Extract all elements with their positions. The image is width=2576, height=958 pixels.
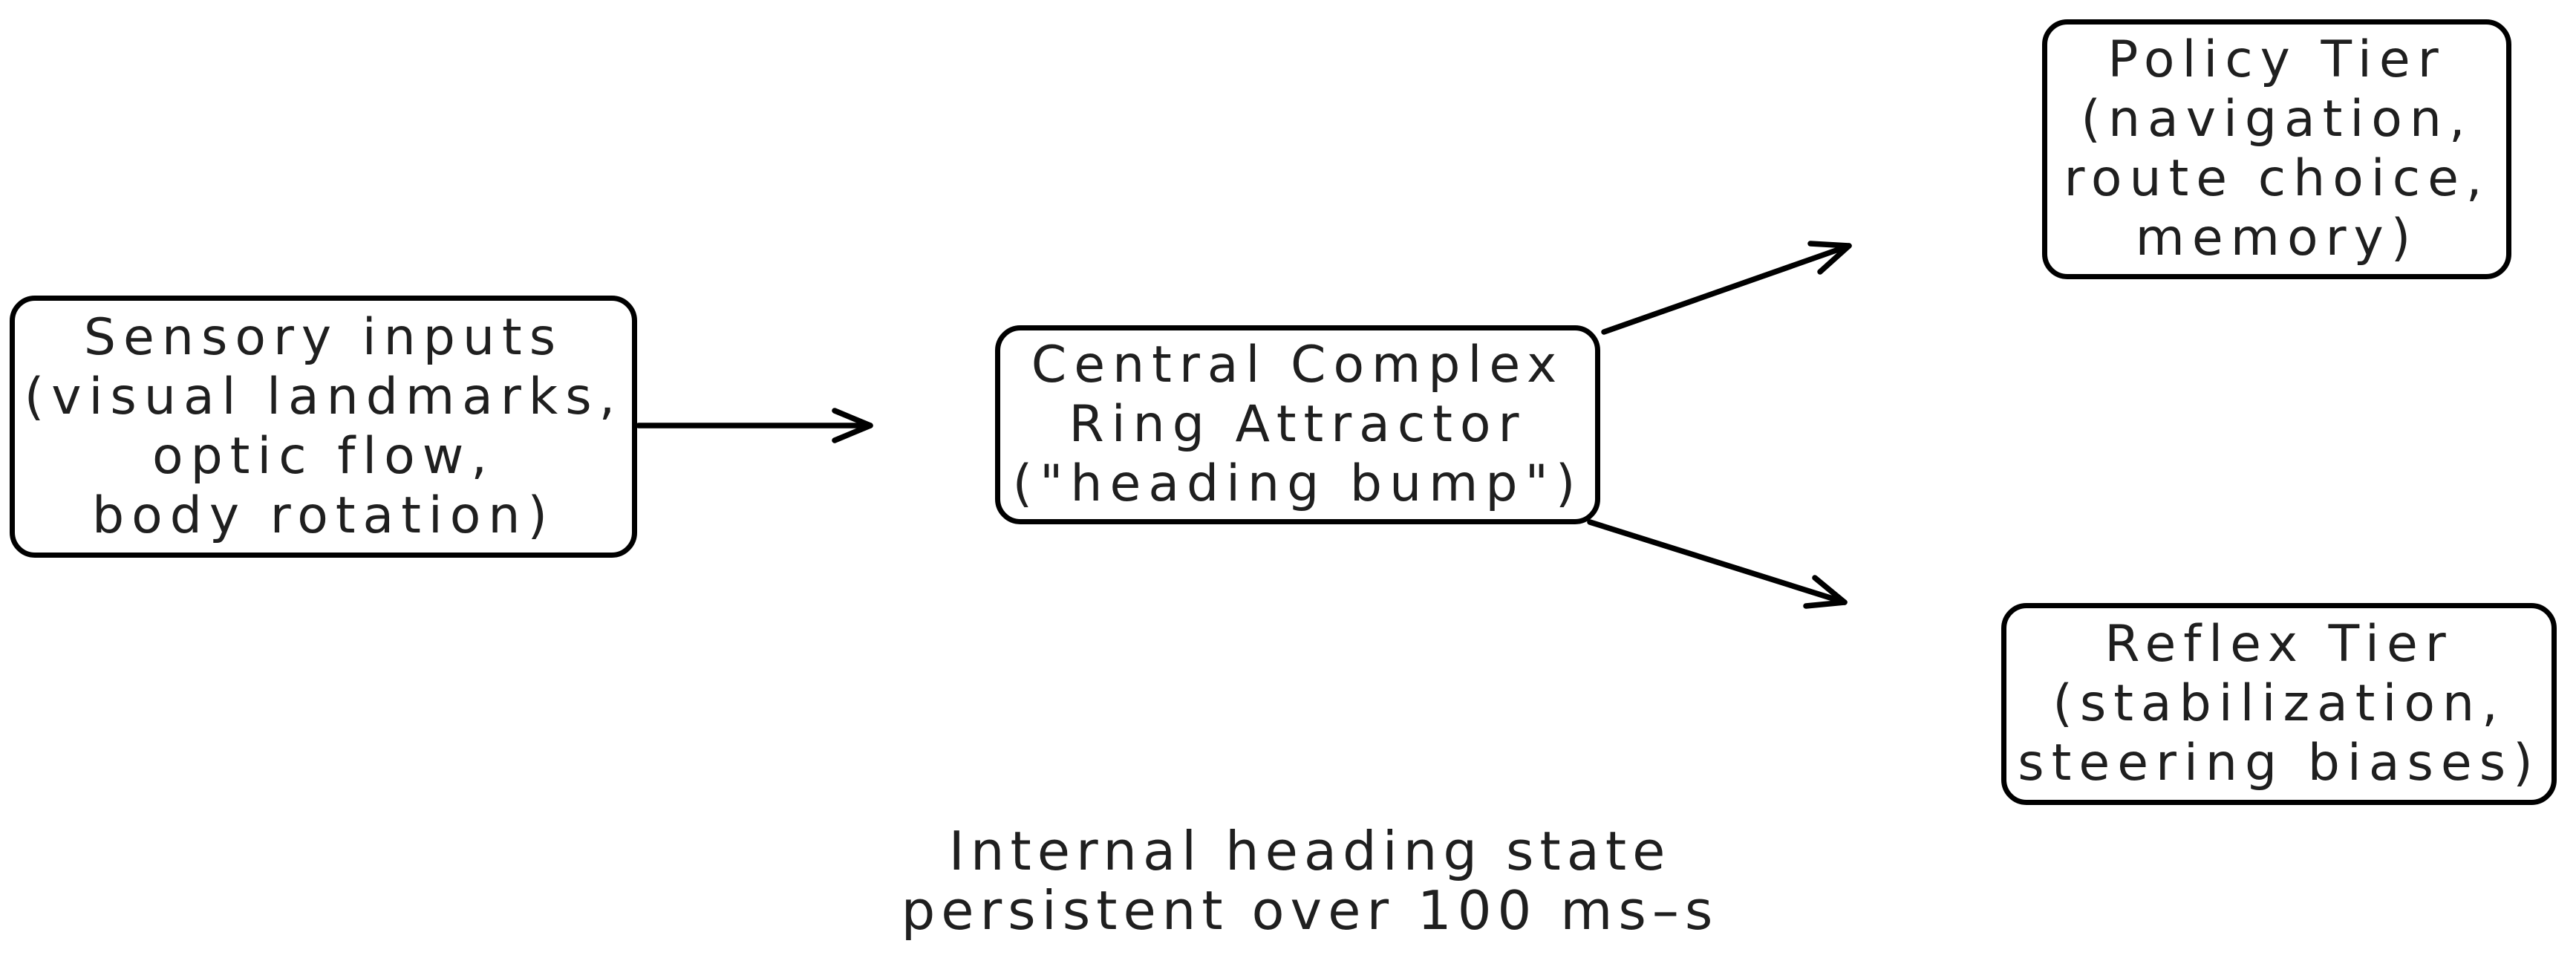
arrowhead-right-icon — [832, 408, 873, 443]
arrow-ring-to-reflex — [1587, 519, 1848, 609]
arrowhead-up-right-icon — [1807, 241, 1852, 275]
arrowhead-down-right-icon — [1803, 575, 1848, 609]
arrow-sensory-to-ring — [636, 408, 873, 443]
node-policy-tier: Policy Tier (navigation, route choice, m… — [2042, 19, 2511, 279]
caption: Internal heading state persistent over 1… — [901, 820, 1719, 942]
node-reflex-tier: Reflex Tier (stabilization, steering bia… — [2001, 603, 2557, 805]
node-policy-tier-label: Policy Tier (navigation, route choice, m… — [2064, 30, 2490, 267]
node-reflex-tier-label: Reflex Tier (stabilization, steering bia… — [2018, 615, 2540, 792]
node-central-complex-ring-attractor: Central Complex Ring Attractor ("heading… — [995, 325, 1600, 524]
node-sensory-inputs: Sensory inputs (visual landmarks, optic … — [10, 296, 637, 558]
node-central-complex-label: Central Complex Ring Attractor ("heading… — [1012, 336, 1583, 513]
arrow-ring-to-policy — [1601, 241, 1852, 335]
node-sensory-inputs-label: Sensory inputs (visual landmarks, optic … — [24, 307, 623, 545]
